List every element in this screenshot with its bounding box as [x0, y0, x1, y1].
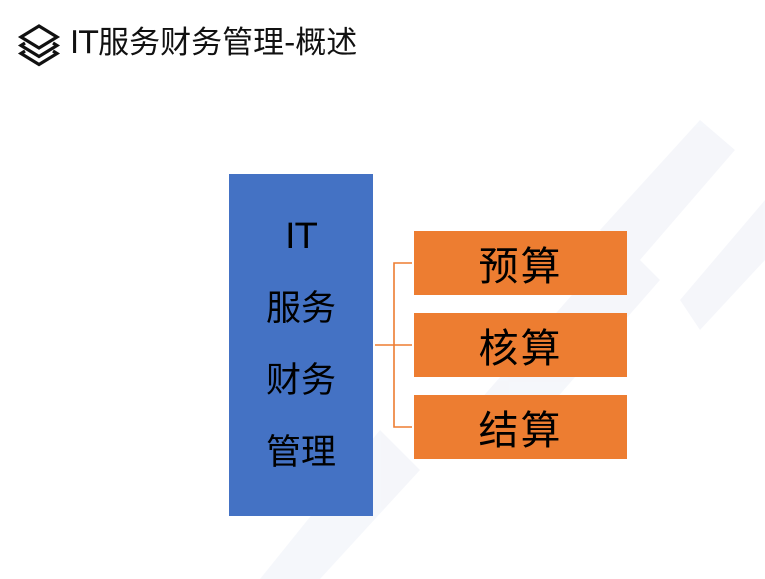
main-concept-box: IT 服务 财务 管理 — [229, 174, 373, 516]
child-label: 核算 — [478, 326, 563, 372]
child-box-settlement: 结算 — [414, 395, 627, 459]
main-line-2: 服务 — [265, 289, 336, 329]
child-box-accounting: 核算 — [414, 313, 627, 377]
main-line-3: 财务 — [265, 361, 336, 401]
child-label: 预算 — [478, 244, 563, 290]
page-title: IT服务财务管理-概述 — [70, 25, 358, 61]
child-box-budget: 预算 — [414, 231, 627, 295]
child-label: 结算 — [478, 408, 563, 454]
main-line-1: IT — [285, 217, 317, 257]
header: IT服务财务管理-概述 — [14, 18, 357, 68]
main-line-4: 管理 — [265, 433, 336, 473]
layers-icon — [17, 24, 61, 67]
